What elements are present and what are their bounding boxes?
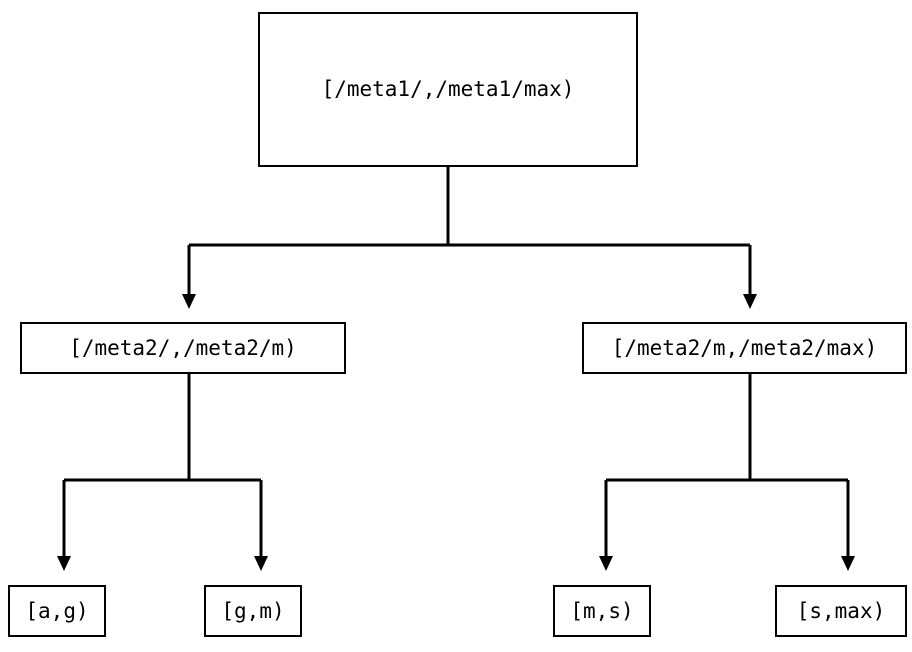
arrowhead-icon-leaf-3 [599, 556, 613, 571]
node-leaf-3[interactable]: [m,s) [553, 585, 651, 637]
edge-root-to-mid-level [187, 167, 752, 294]
node-leaf-3-label: [m,s) [570, 598, 634, 623]
arrowhead-icon-mid-right [743, 294, 757, 309]
arrowhead-icon-leaf-2 [254, 556, 268, 571]
node-leaf-2[interactable]: [g,m) [204, 585, 302, 637]
node-leaf-4[interactable]: [s,max) [775, 585, 907, 637]
node-leaf-1[interactable]: [a,g) [8, 585, 106, 637]
node-leaf-4-label: [s,max) [796, 598, 886, 623]
node-mid-right[interactable]: [/meta2/m,/meta2/max) [582, 322, 907, 374]
node-root-label: [/meta1/,/meta1/max) [321, 77, 575, 101]
arrowhead-icon-mid-left [182, 294, 196, 309]
node-mid-left-label: [/meta2/,/meta2/m) [69, 335, 297, 360]
node-leaf-2-label: [g,m) [221, 598, 285, 623]
arrowhead-icon-leaf-1 [57, 556, 71, 571]
node-mid-left[interactable]: [/meta2/,/meta2/m) [20, 322, 346, 374]
arrowhead-icon-leaf-4 [841, 556, 855, 571]
node-root[interactable]: [/meta1/,/meta1/max) [258, 12, 638, 167]
edge-midleft-to-leaves [62, 374, 263, 556]
node-leaf-1-label: [a,g) [25, 598, 89, 623]
edge-midright-to-leaves [604, 374, 850, 556]
node-mid-right-label: [/meta2/m,/meta2/max) [611, 335, 878, 360]
